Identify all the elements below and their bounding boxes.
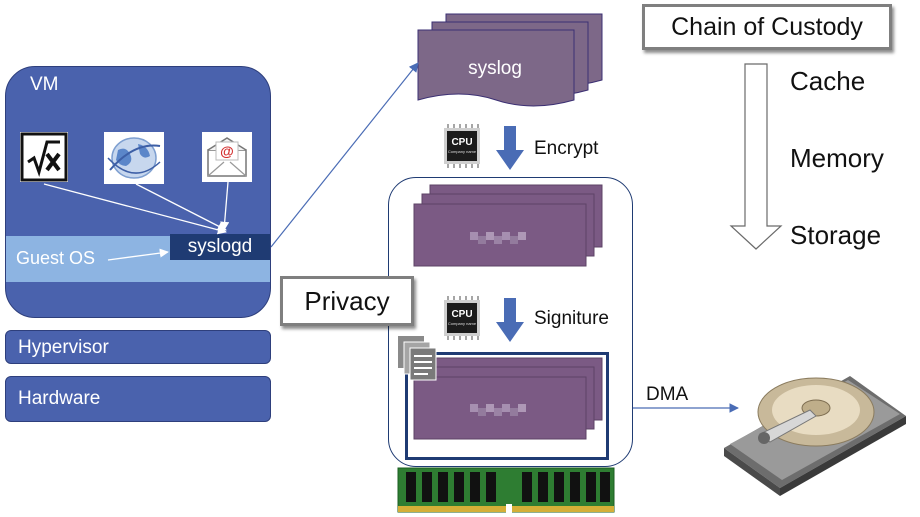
document-stack-icon [398, 336, 437, 381]
svg-text:@: @ [220, 143, 234, 159]
cpu-chip-text: CPU [451, 137, 472, 148]
syslogd-label: syslogd [170, 234, 270, 260]
guest-os-label: Guest OS [16, 248, 96, 268]
signature-label: Signiture [534, 308, 609, 329]
hypervisor-bar: Hypervisor [5, 330, 271, 364]
signature-down-arrow [496, 298, 524, 342]
formula-app-icon [20, 132, 68, 182]
dma-label: DMA [646, 384, 689, 405]
encrypted-data-stack [413, 184, 603, 267]
encrypt-down-arrow [496, 126, 524, 170]
custody-level-cache: Cache [790, 66, 866, 96]
chain-of-custody-title: Chain of Custody [642, 4, 892, 50]
vm-label: VM [30, 74, 59, 95]
ram-module-icon [397, 467, 615, 514]
syslog-document-stack [417, 13, 603, 107]
globe-app-icon [104, 132, 164, 184]
syslogd-to-syslog-arrow [270, 62, 419, 248]
email-app-icon: @ [202, 132, 252, 182]
app-to-syslogd-arrows [43, 181, 230, 261]
cpu-chip-icon-2: CPU Company name [440, 296, 484, 340]
encrypt-label: Encrypt [534, 138, 599, 159]
custody-level-storage: Storage [790, 220, 882, 250]
custody-down-arrow [729, 63, 783, 250]
hard-drive-icon [724, 376, 906, 496]
cpu-company-text-2: Company name [448, 321, 477, 326]
cpu-chip-icon: CPU Company name [440, 124, 484, 168]
cpu-chip-text-2: CPU [451, 309, 472, 320]
signed-data-stack [413, 357, 603, 440]
hardware-bar: Hardware [5, 376, 271, 422]
custody-level-memory: Memory [790, 143, 884, 173]
cpu-company-text: Company name [448, 149, 477, 154]
privacy-callout: Privacy [280, 276, 414, 326]
syslog-label: syslog [468, 58, 522, 79]
